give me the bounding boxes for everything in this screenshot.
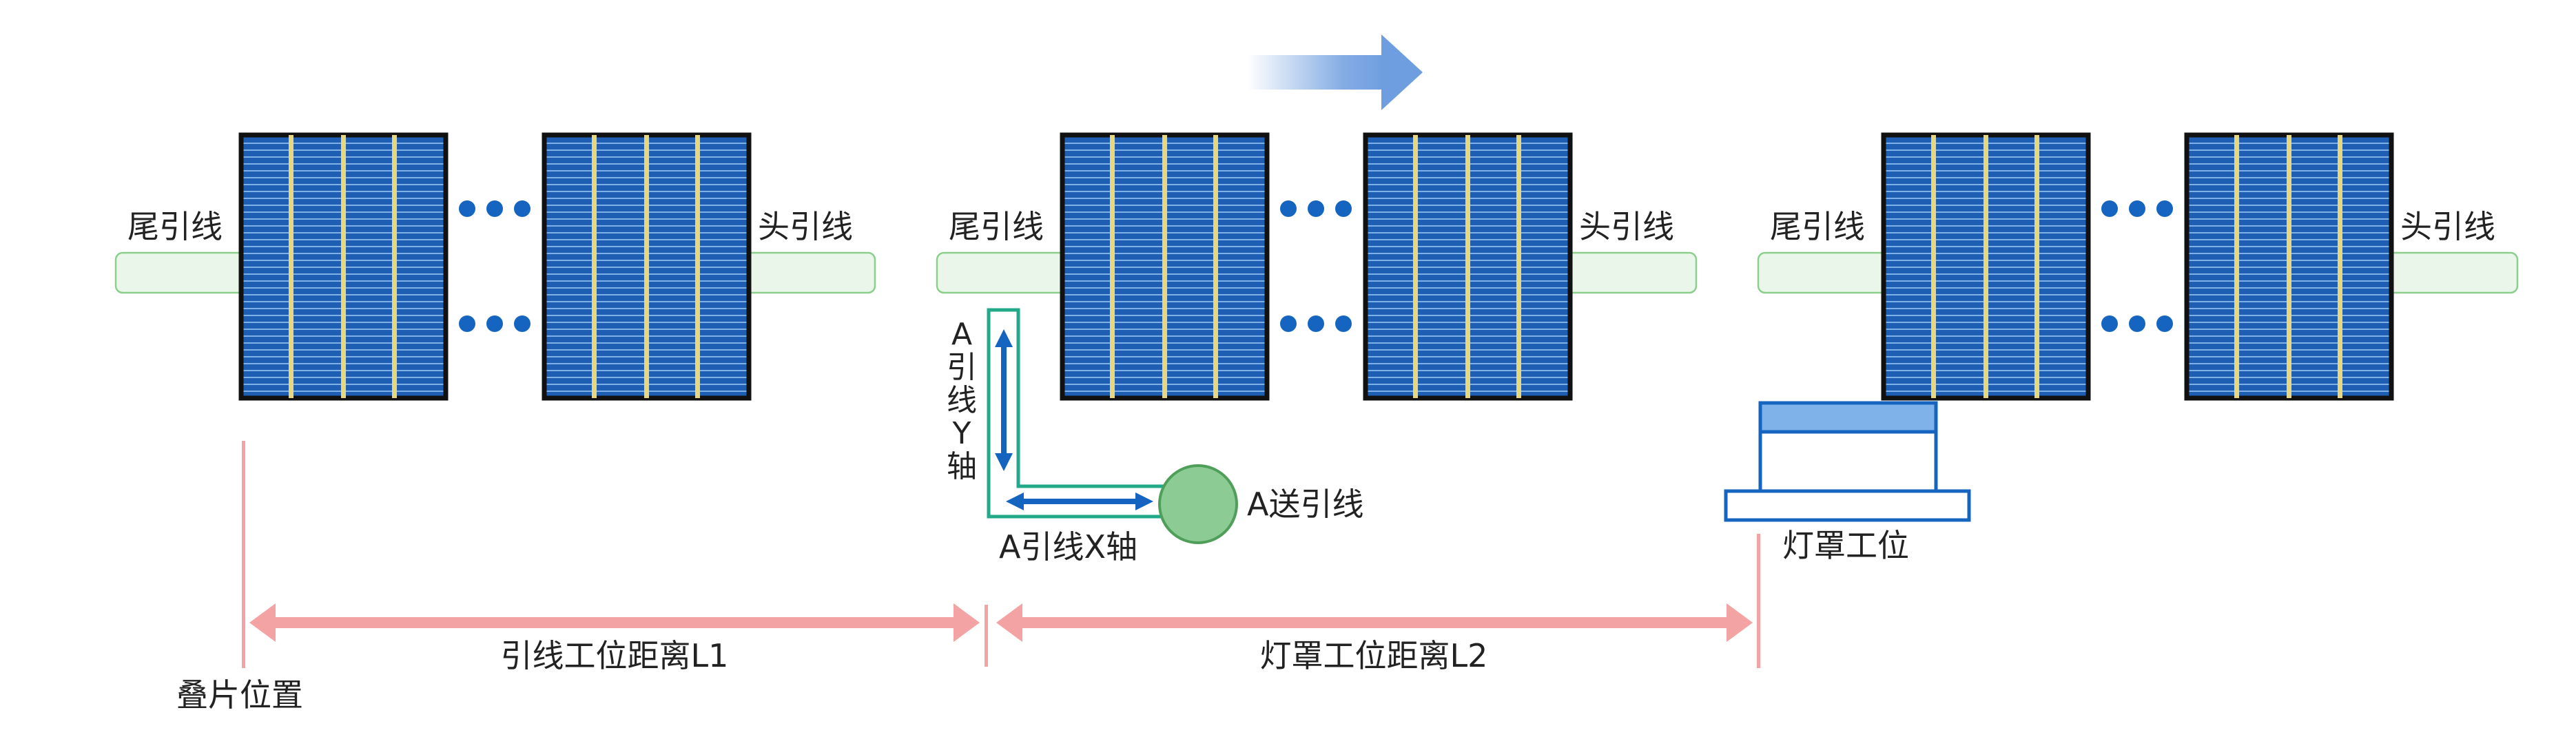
tail-ribbon [114, 251, 255, 294]
lamp-station-label: 灯罩工位 [1782, 527, 1909, 564]
lamp-base [1724, 489, 1971, 522]
lamp-station-marker [1757, 534, 1760, 668]
string-group-1: 尾引线 头引线 [114, 132, 876, 401]
tail-ribbon [936, 251, 1076, 294]
head-lead-label: 头引线 [1579, 208, 1674, 245]
dots-icon [459, 200, 530, 332]
y-axis-label-char: Y [952, 416, 971, 451]
tail-lead-label: 尾引线 [127, 208, 223, 245]
y-axis-label-char: 线 [947, 383, 977, 418]
a-feed-lead-label: A送引线 [1247, 486, 1363, 523]
a-lead-mechanism: A 引 线 Y 轴 A引线X轴 A送引线 [947, 308, 1363, 565]
lamp-station: 灯罩工位 [1724, 401, 1971, 564]
distance-l1-label: 引线工位距离L1 [501, 637, 729, 674]
tail-ribbon [1757, 251, 1897, 294]
string-group-2: 尾引线 头引线 [936, 132, 1698, 401]
solar-cell [1060, 132, 1270, 401]
y-axis-label-char: 引 [947, 350, 977, 385]
dots-icon [2101, 200, 2173, 332]
string-group-3: 尾引线 头引线 [1757, 132, 2519, 401]
solar-cell [238, 132, 449, 401]
tail-lead-label: 尾引线 [949, 208, 1044, 245]
head-lead-label: 头引线 [758, 208, 853, 245]
tail-lead-label: 尾引线 [1770, 208, 1865, 245]
dots-icon [1280, 200, 1352, 332]
head-lead-label: 头引线 [2400, 208, 2495, 245]
x-axis-double-arrow [1006, 492, 1153, 510]
flow-direction-arrow [1247, 34, 1423, 110]
head-ribbon [2378, 251, 2519, 294]
a-lead-x-axis-label: A引线X轴 [999, 528, 1137, 565]
solar-cell [2184, 132, 2394, 401]
lead-station-marker [985, 605, 988, 667]
y-axis-label-char: A [951, 317, 972, 352]
distance-dimensions: 引线工位距离L1 灯罩工位距离L2 叠片位置 [176, 441, 1760, 714]
y-axis-double-arrow [995, 329, 1013, 471]
solar-cell [1881, 132, 2091, 401]
a-feed-lead-wheel [1158, 464, 1238, 544]
head-ribbon [1557, 251, 1698, 294]
stack-position-marker [242, 441, 245, 668]
lamp-cover-top [1758, 401, 1938, 434]
solar-cell [542, 132, 752, 401]
distance-l1-arrow [249, 603, 980, 642]
stack-position-label: 叠片位置 [176, 676, 303, 714]
head-ribbon [736, 251, 876, 294]
distance-l2-label: 灯罩工位距离L2 [1260, 637, 1488, 674]
distance-l2-arrow [996, 603, 1753, 642]
solar-cell [1363, 132, 1573, 401]
y-axis-label-char: 轴 [947, 449, 977, 484]
